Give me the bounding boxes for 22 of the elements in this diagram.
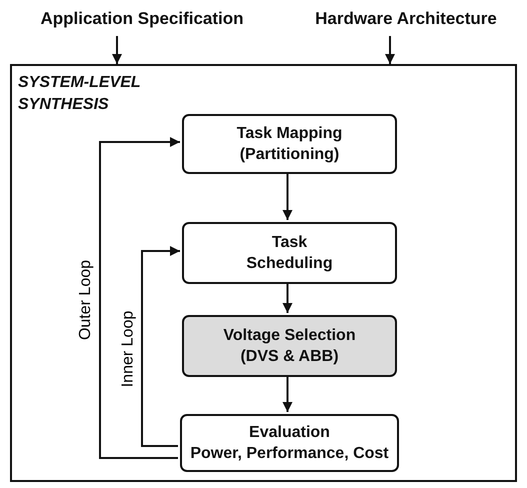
box-text: Task Mapping (Partitioning)	[236, 124, 344, 165]
process-box	[182, 315, 397, 377]
system-frame	[10, 64, 517, 482]
box-text: Power, Performance, Cost	[190, 444, 389, 464]
section-heading: SYSTEM-LEVEL SYNTHESIS	[18, 73, 142, 115]
box-text: Task Scheduling	[245, 233, 334, 274]
input-label: Hardware Architecture	[315, 9, 497, 29]
arrow	[385, 36, 395, 64]
arrow	[282, 282, 292, 313]
arrow	[282, 375, 292, 412]
arrow	[282, 172, 292, 220]
edge-label: Inner Loop	[118, 308, 137, 389]
process-box	[182, 222, 397, 284]
arrow	[141, 246, 180, 447]
arrow	[99, 137, 180, 459]
input-label: Application Specification	[40, 9, 244, 29]
process-box	[182, 114, 397, 174]
arrow	[112, 36, 122, 64]
process-box	[180, 414, 399, 472]
box-heading: Evaluation	[249, 423, 330, 443]
edge-label: Outer Loop	[77, 258, 96, 342]
box-text: Voltage Selection (DVS & ABB)	[222, 326, 357, 367]
